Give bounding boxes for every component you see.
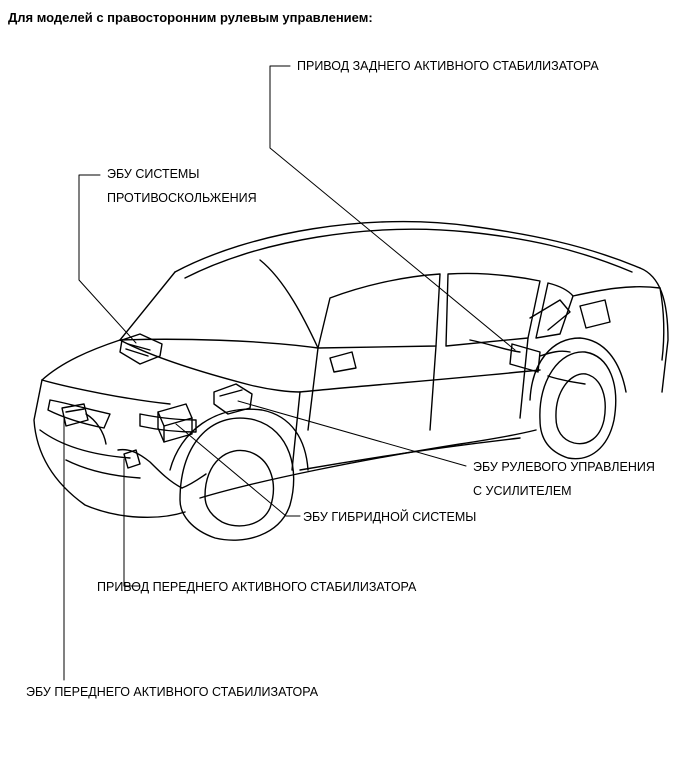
skid-control-ecu-component (119, 333, 163, 365)
label-skid-control-ecu-line2: ПРОТИВОСКОЛЬЖЕНИЯ (107, 191, 257, 205)
leader-eps-ecu (237, 400, 467, 467)
eps-ecu-component (213, 383, 253, 415)
label-eps-ecu-line2: С УСИЛИТЕЛЕМ (473, 484, 572, 498)
label-eps-ecu-line1: ЭБУ РУЛЕВОГО УПРАВЛЕНИЯ (473, 460, 655, 474)
leader-lines (63, 65, 516, 681)
car-body-outline (33, 220, 669, 541)
front-stabilizer-ecu-component (61, 403, 107, 445)
label-front-stabilizer-actuator: ПРИВОД ПЕРЕДНЕГО АКТИВНОГО СТАБИЛИЗАТОРА (97, 580, 417, 594)
leader-hybrid-ecu (175, 423, 301, 517)
label-hybrid-ecu: ЭБУ ГИБРИДНОЙ СИСТЕМЫ (303, 510, 477, 524)
leader-front-stabilizer-actuator (123, 458, 141, 587)
label-skid-control-ecu-line1: ЭБУ СИСТЕМЫ (107, 167, 200, 181)
leader-skid-control-ecu (78, 174, 137, 344)
label-rear-stabilizer-actuator: ПРИВОД ЗАДНЕГО АКТИВНОГО СТАБИЛИЗАТОРА (297, 59, 599, 73)
leader-rear-stabilizer-actuator (269, 65, 516, 351)
page-heading: Для моделей с правосторонним рулевым упр… (8, 10, 373, 25)
front-stabilizer-actuator-component (117, 448, 207, 489)
hybrid-ecu-component (157, 403, 193, 443)
rear-stabilizer-actuator-component (469, 299, 586, 385)
label-front-stabilizer-ecu: ЭБУ ПЕРЕДНЕГО АКТИВНОГО СТАБИЛИЗАТОРА (26, 685, 319, 699)
